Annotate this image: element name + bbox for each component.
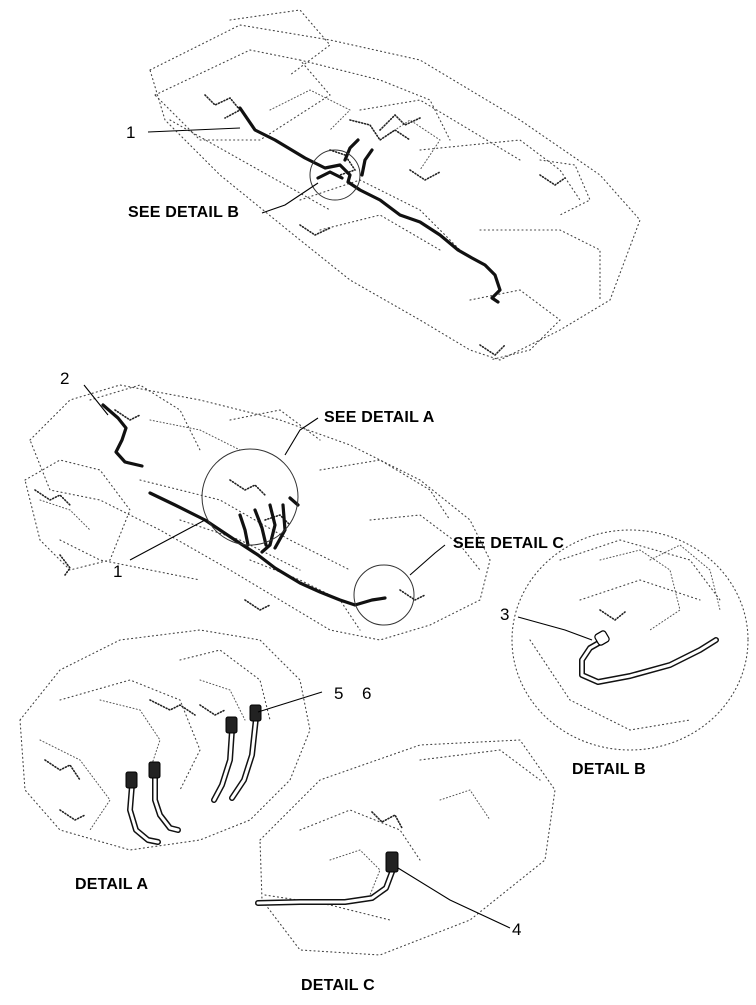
label-item-6: 6	[362, 684, 372, 703]
leader-see-detail-b	[261, 182, 319, 214]
label-item-5: 5	[334, 684, 344, 703]
leader-see-detail-c	[409, 544, 446, 576]
callout-see-detail-b: SEE DETAIL B	[128, 204, 240, 221]
label-item-1-mid: 1	[113, 562, 123, 581]
label-item-1-top: 1	[126, 123, 136, 142]
detail-c-inset	[255, 739, 556, 956]
leader-item-3	[517, 616, 593, 641]
leader-item-5-6	[257, 691, 323, 713]
caption-detail-c: DETAIL C	[301, 977, 375, 994]
leader-item-2	[83, 384, 109, 416]
callout-see-detail-a: SEE DETAIL A	[324, 409, 435, 426]
label-item-2: 2	[60, 369, 70, 388]
leader-item-4	[397, 867, 511, 929]
caption-detail-b: DETAIL B	[572, 761, 646, 778]
detail-a-inset	[19, 629, 311, 851]
middle-view-frame	[24, 384, 491, 641]
leader-item-1-top	[147, 127, 241, 133]
label-item-4: 4	[512, 920, 522, 939]
detail-b-inset	[511, 529, 749, 751]
callout-see-detail-c: SEE DETAIL C	[453, 535, 565, 552]
caption-detail-a: DETAIL A	[75, 876, 149, 893]
leader-see-detail-a	[284, 417, 319, 456]
top-view-frame	[149, 9, 641, 361]
label-item-3: 3	[500, 605, 510, 624]
leader-item-1-mid	[129, 519, 206, 561]
